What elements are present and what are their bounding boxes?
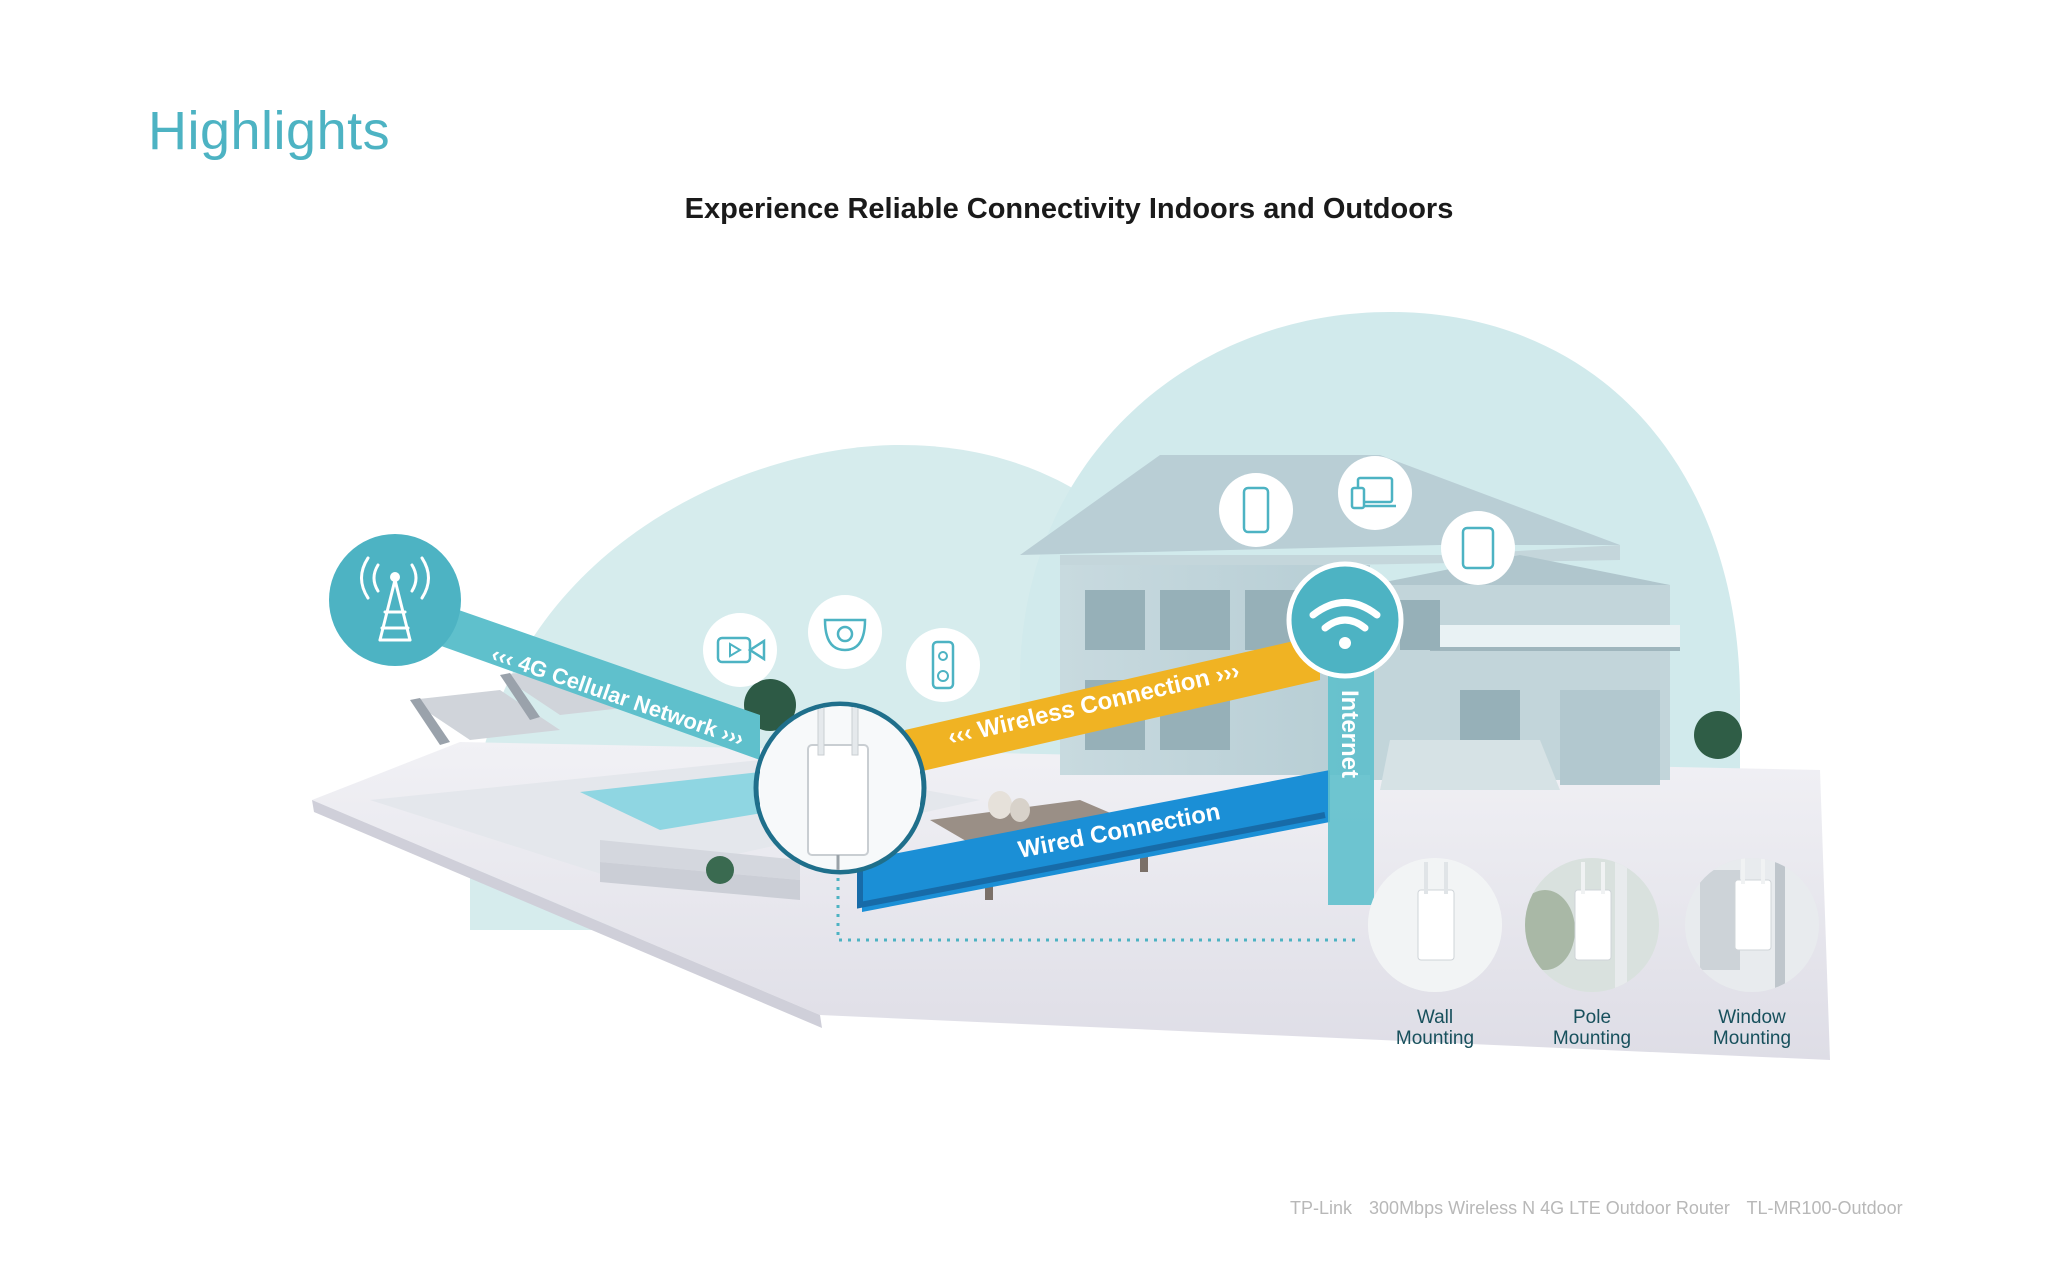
window-mounting-label: Window Mounting [1712, 1007, 1792, 1049]
footer: TP-Link 300Mbps Wireless N 4G LTE Outdoo… [1290, 1198, 1915, 1219]
wifi-icon [1286, 561, 1404, 679]
footer-model: TL-MR100-Outdoor [1746, 1198, 1903, 1218]
security-camera-icon [808, 595, 882, 669]
footer-brand: TP-Link [1290, 1198, 1353, 1218]
internet-band: Internet [1328, 645, 1374, 905]
smartphone-icon [1219, 473, 1293, 547]
pole-mounting-photo [1525, 858, 1659, 992]
headline: Experience Reliable Connectivity Indoors… [684, 193, 1454, 225]
internet-label: Internet [1336, 690, 1363, 778]
wall-mounting-label: Wall Mounting [1395, 1007, 1475, 1049]
cell-tower-icon [329, 534, 461, 666]
page-title: Highlights [148, 101, 391, 161]
window-mounting-photo [1685, 858, 1819, 992]
wall-mounting-photo [1368, 858, 1502, 992]
doorbell-icon [906, 628, 980, 702]
tablet-icon [1441, 511, 1515, 585]
footer-product: 300Mbps Wireless N 4G LTE Outdoor Router [1369, 1198, 1730, 1218]
video-icon [703, 613, 777, 687]
router-callout [753, 701, 927, 875]
pole-mounting-label: Pole Mounting [1552, 1007, 1632, 1049]
laptop-phone-icon [1338, 456, 1412, 530]
